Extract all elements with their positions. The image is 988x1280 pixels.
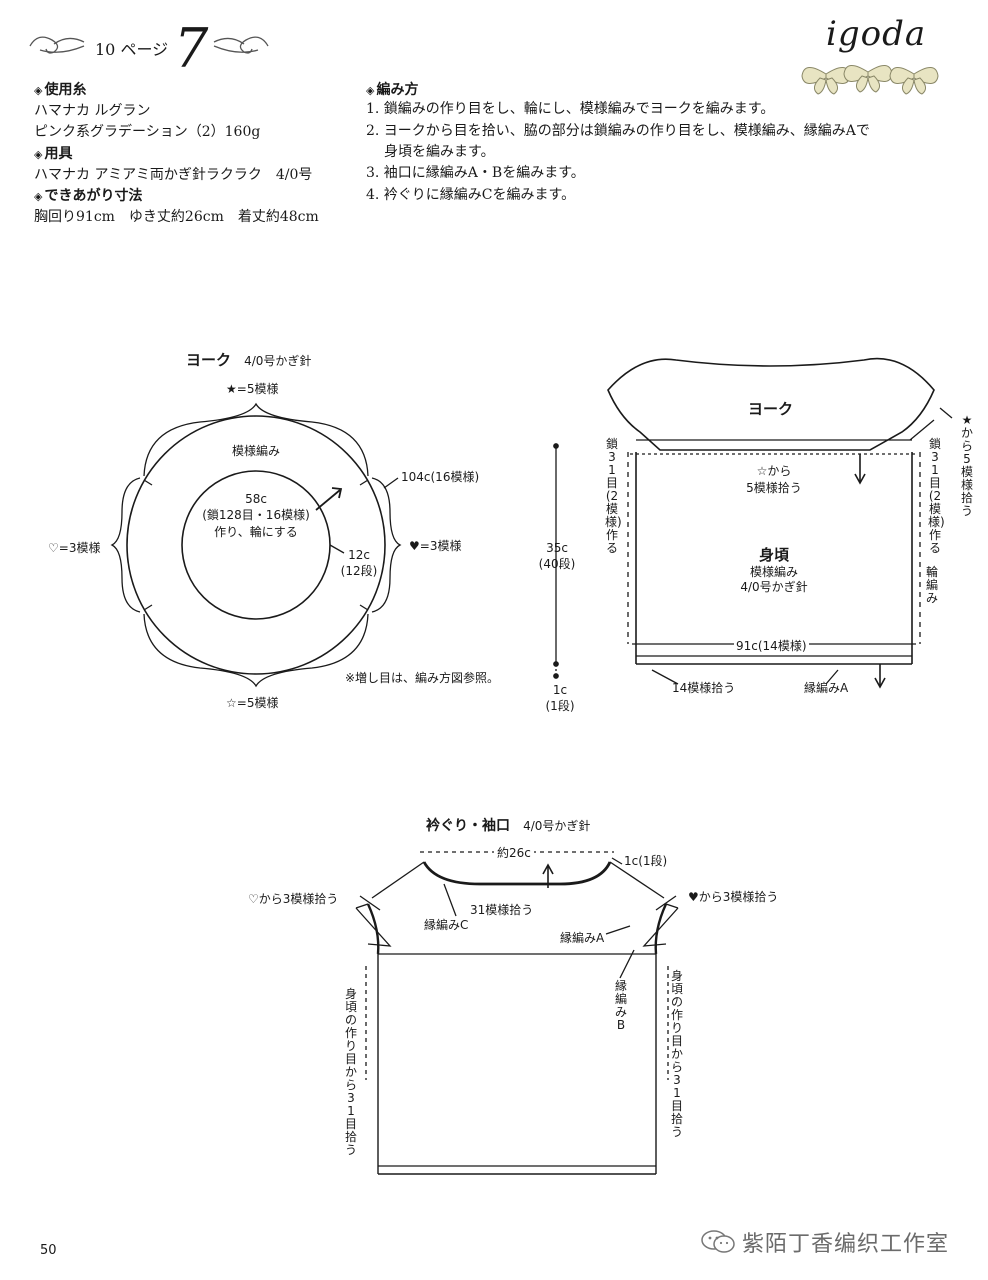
method-heading: ◈編み方	[366, 82, 419, 98]
neck-left-pick: ♡から3模様拾う	[248, 892, 339, 906]
body-height: 35c (40段)	[538, 541, 576, 571]
yoke-bottom-brace	[143, 613, 369, 688]
method-step-4: 4. 衿ぐりに縁編みCを編みます。	[366, 187, 576, 203]
yarn-line-1: ハマナカ ルグラン	[34, 103, 151, 119]
neck-pick: 31模様拾う	[470, 903, 534, 917]
neck-right-pick: ♥から3模様拾う	[688, 890, 779, 904]
body-pick-up: ☆から 5模様拾う	[746, 464, 802, 495]
neck-width: 約26c	[494, 844, 534, 861]
size-line: 胸回り91cm ゆき丈約26cm 着丈約48cm	[34, 209, 319, 225]
yoke-left-label: ♡=3模様	[48, 541, 101, 555]
neck-left-side: 身頃の作り目から31目拾う	[344, 987, 357, 1157]
body-yoke-label: ヨーク	[748, 400, 794, 418]
method-step-2-cont: 身頃を編みます。	[384, 144, 495, 160]
yoke-right-label: ♥=3模様	[409, 539, 462, 553]
yoke-inner-length: 58c (鎖128目・16模様) 作り、輪にする	[202, 492, 310, 539]
butterfly-icon-2	[843, 65, 893, 93]
scroll-ornament-left	[29, 36, 85, 54]
method-step-3: 3. 袖口に縁編みA・Bを編みます。	[366, 165, 585, 181]
body-yoke-shape	[607, 357, 935, 451]
chat-icon	[701, 1230, 735, 1253]
yarn-line-2: ピンク系グラデーション（2）160g	[34, 124, 261, 140]
body-edge-a: 縁編みA	[804, 681, 849, 695]
body-width: 91c(14模様)	[734, 637, 809, 654]
watermark: 紫陌丁香编织工作室	[700, 1226, 949, 1258]
tools-line: ハマナカ アミアミ両かぎ針ラクラク 4/0号	[34, 167, 313, 183]
butterfly-icon-3	[889, 67, 939, 95]
scroll-ornament-right	[213, 36, 269, 54]
yoke-width: 12c (12段)	[340, 548, 378, 578]
yoke-top-label: ★=5模様	[226, 382, 279, 396]
neck-right-side: 身頃の作り目から31目拾う	[670, 969, 683, 1139]
yoke-title: ヨーク 4/0号かぎ針	[186, 351, 312, 369]
body-edge-height: 1c (1段)	[545, 683, 575, 713]
method-step-1: 1. 鎖編みの作り目をし、輪にし、模様編みでヨークを編みます。	[366, 101, 775, 117]
body-hook: 4/0号かぎ針	[740, 580, 808, 594]
bullet-icon: ◈	[34, 84, 43, 97]
page-number: 50	[40, 1243, 57, 1258]
body-round: 輪編み	[925, 565, 938, 605]
body-right-top: ★から5模様拾う	[960, 413, 973, 518]
yoke-hook: 4/0号かぎ針	[244, 354, 312, 368]
neck-title: 衿ぐり・袖口 4/0号かぎ針	[426, 818, 591, 834]
yoke-bottom-label: ☆=5模様	[226, 696, 279, 710]
body-pattern: 模様編み	[749, 565, 798, 579]
bullet-icon: ◈	[366, 84, 375, 97]
header-ornaments	[29, 36, 939, 95]
body-title: 身頃	[758, 546, 789, 564]
body-bottom-pick: 14模様拾う	[672, 681, 736, 695]
yoke-outer-length: 104c(16模様)	[401, 470, 480, 484]
yoke-top-brace	[143, 402, 369, 477]
yoke-left-brace	[110, 477, 141, 613]
yoke-pattern-label: 模様編み	[232, 444, 281, 458]
pattern-number: 7	[174, 17, 209, 80]
body-right-side: 鎖31目(2模様)作る	[928, 437, 945, 555]
neck-hook: 4/0号かぎ針	[523, 819, 591, 833]
bullet-icon: ◈	[34, 148, 43, 161]
bullet-icon: ◈	[34, 190, 43, 203]
brand-logo: igoda	[826, 14, 927, 54]
yarn-heading: ◈使用糸	[34, 82, 87, 98]
neckline	[422, 861, 612, 886]
yoke-right-brace	[371, 477, 402, 613]
page-reference: 10 ページ	[95, 40, 169, 59]
tools-heading: ◈用具	[34, 146, 73, 162]
yoke-note: ※増し目は、編み方図参照。	[345, 671, 500, 685]
neck-edge-b: 縁編みB	[614, 979, 627, 1032]
method-step-2: 2. ヨークから目を拾い、脇の部分は鎖編みの作り目をし、模様編み、縁編みAで	[366, 123, 870, 139]
neck-edge: 1c(1段)	[624, 854, 668, 868]
size-heading: ◈できあがり寸法	[34, 188, 143, 204]
butterfly-icon-1	[801, 67, 851, 95]
body-left-side: 鎖31目(2模様)作る	[605, 437, 622, 555]
neck-edge-c: 縁編みC	[424, 918, 469, 932]
yoke-outer-circle	[126, 415, 386, 675]
neck-edge-a: 縁編みA	[560, 931, 605, 945]
